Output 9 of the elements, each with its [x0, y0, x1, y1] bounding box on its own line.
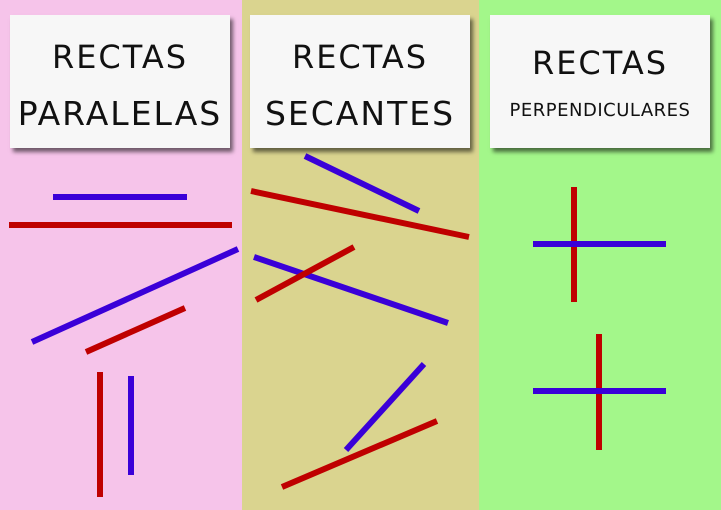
card-subheading: PERPENDICULARES: [510, 102, 690, 120]
card-heading: RECTAS: [292, 41, 428, 73]
title-card: [490, 15, 710, 148]
title-card: [10, 15, 230, 148]
card-subheading: SECANTES: [264, 97, 456, 130]
card-subheading: PARALELAS: [18, 97, 222, 130]
title-card: [250, 15, 470, 148]
card-heading: RECTAS: [532, 47, 668, 79]
card-heading: RECTAS: [52, 41, 188, 73]
